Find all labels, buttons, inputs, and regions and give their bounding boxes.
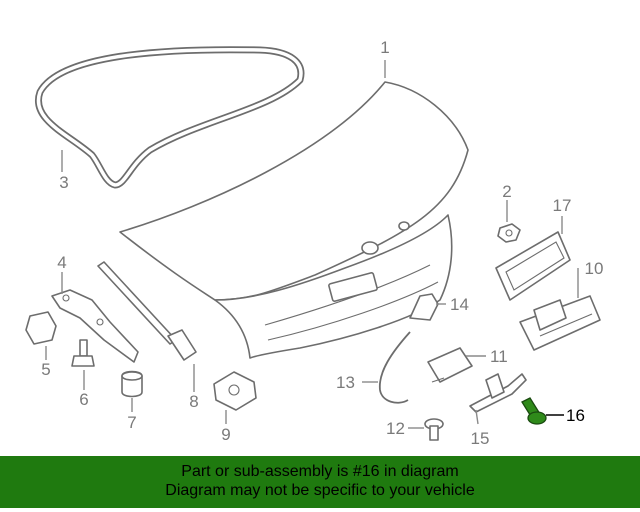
callout-15[interactable]: 15 bbox=[471, 429, 490, 448]
part-5-bump-stop bbox=[25, 311, 57, 345]
part-1-trunk-lid bbox=[119, 81, 469, 359]
part-11-module bbox=[427, 347, 473, 383]
exploded-parts-diagram: 1 2 3 4 5 6 7 8 9 10 11 12 13 14 15 16 1… bbox=[25, 38, 603, 448]
callout-7[interactable]: 7 bbox=[127, 413, 136, 432]
info-banner: Part or sub-assembly is #16 in diagram D… bbox=[0, 456, 640, 508]
callout-2[interactable]: 2 bbox=[502, 182, 511, 201]
callout-3[interactable]: 3 bbox=[59, 173, 68, 192]
part-15-striker bbox=[469, 373, 527, 413]
callout-5[interactable]: 5 bbox=[41, 360, 50, 379]
part-9-hinge-plate bbox=[213, 371, 257, 411]
callout-14[interactable]: 14 bbox=[450, 295, 469, 314]
part-10-latch bbox=[519, 295, 601, 351]
banner-line-1: Part or sub-assembly is #16 in diagram bbox=[181, 463, 459, 480]
callout-8[interactable]: 8 bbox=[189, 392, 198, 411]
callout-1[interactable]: 1 bbox=[380, 38, 389, 57]
banner-line-2: Diagram may not be specific to your vehi… bbox=[165, 482, 475, 499]
callout-9[interactable]: 9 bbox=[221, 425, 230, 444]
part-14-clip bbox=[409, 293, 439, 321]
callout-16[interactable]: 16 bbox=[566, 406, 585, 425]
part-12-bolt bbox=[424, 418, 444, 441]
part-17-bracket bbox=[495, 231, 571, 301]
callout-numbers: 1 2 3 4 5 6 7 8 9 10 11 12 13 14 15 16 1… bbox=[41, 38, 603, 448]
callout-13[interactable]: 13 bbox=[336, 373, 355, 392]
part-4-hinge bbox=[51, 289, 139, 363]
part-8-gas-strut bbox=[97, 261, 197, 361]
callout-4[interactable]: 4 bbox=[57, 253, 66, 272]
part-13-cable bbox=[379, 331, 411, 404]
part-6-bolt bbox=[71, 339, 95, 367]
part-3-seal bbox=[34, 46, 305, 189]
callout-10[interactable]: 10 bbox=[585, 259, 604, 278]
part-2-grommet bbox=[497, 223, 521, 243]
callout-17[interactable]: 17 bbox=[553, 196, 572, 215]
part-16-bolt-highlighted bbox=[521, 397, 547, 425]
leader-lines bbox=[45, 60, 579, 429]
callout-12[interactable]: 12 bbox=[386, 419, 405, 438]
part-7-buffer bbox=[121, 370, 143, 398]
callout-11[interactable]: 11 bbox=[490, 347, 508, 366]
callout-6[interactable]: 6 bbox=[79, 390, 88, 409]
